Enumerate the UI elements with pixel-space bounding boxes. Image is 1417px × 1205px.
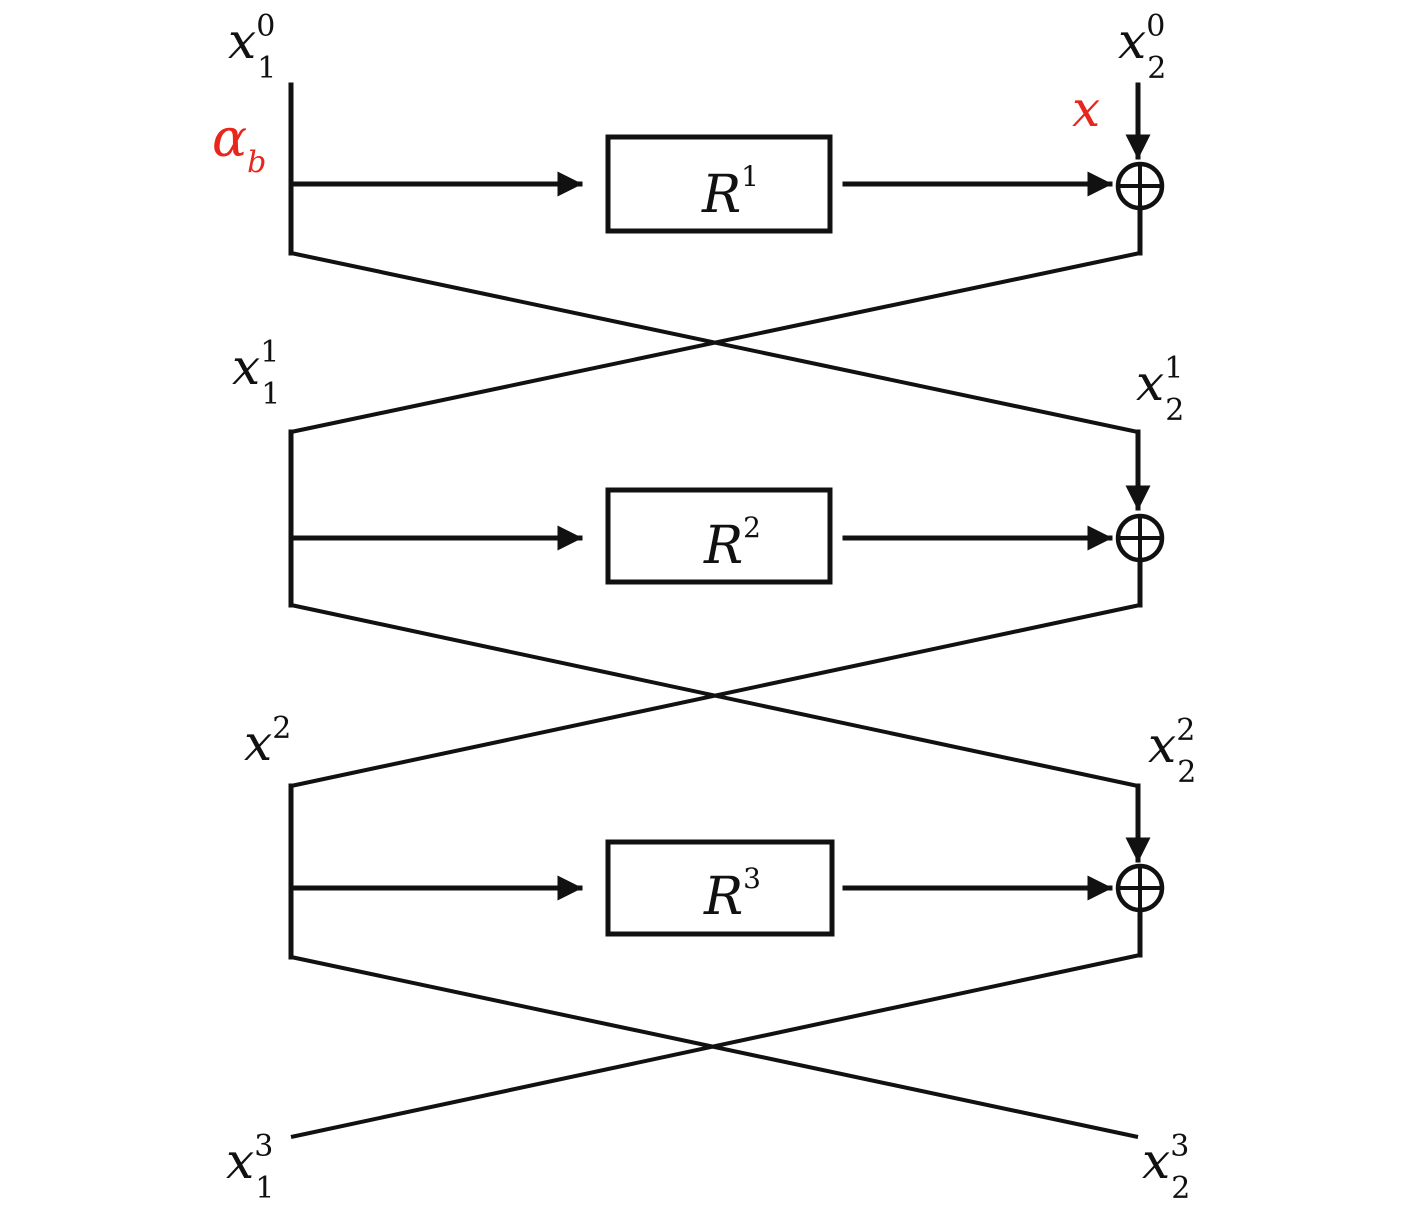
label-alpha-b: αb xyxy=(212,109,266,180)
round-function-box-1 xyxy=(605,134,833,234)
cross-wire-right-to-left-3 xyxy=(290,953,1141,1139)
xor-icon-1 xyxy=(1115,161,1165,211)
label-x-input: x xyxy=(1072,80,1100,138)
round-function-label-1: R1 xyxy=(701,160,759,225)
round-3: R3 xyxy=(288,783,1165,960)
label-x-2: x2 xyxy=(244,711,291,772)
round-function-label-3: R3 xyxy=(703,862,761,927)
crossover-2 xyxy=(290,603,1141,788)
round-function-label-2: R2 xyxy=(703,511,761,576)
crossover-3 xyxy=(290,953,1141,1139)
round-1: R1 xyxy=(288,82,1165,256)
cross-wire-right-to-left-1 xyxy=(290,251,1141,434)
round-function-box-3 xyxy=(605,839,835,937)
round-2: R2 xyxy=(288,429,1165,608)
cross-wire-left-to-right-1 xyxy=(290,251,1140,502)
xor-icon-3 xyxy=(1115,863,1165,913)
crossover-1 xyxy=(290,251,1141,502)
xor-icon-2 xyxy=(1115,513,1165,563)
cross-wire-right-to-left-2 xyxy=(290,603,1141,788)
round-function-box-2 xyxy=(605,487,833,585)
